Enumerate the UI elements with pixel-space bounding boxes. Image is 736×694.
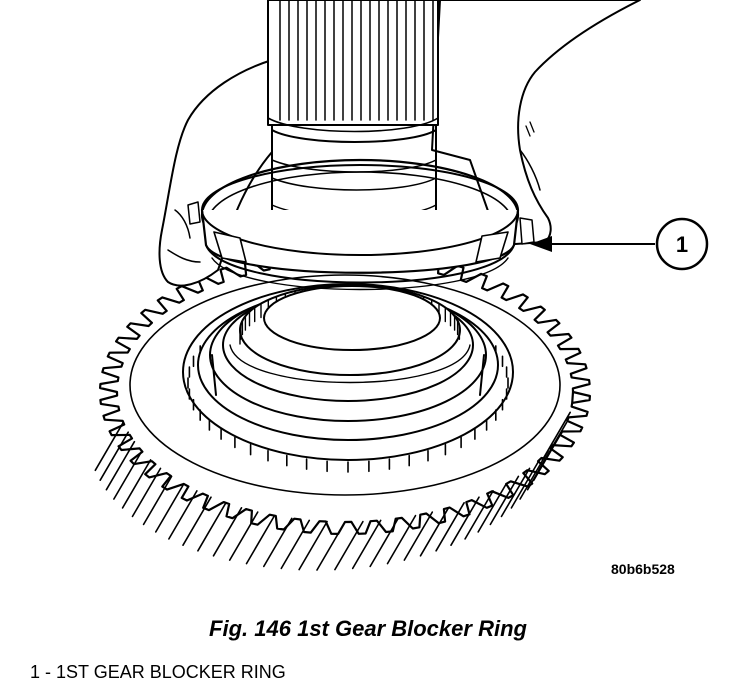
synchro-teeth-ring [182, 283, 514, 473]
callout-1: 1 [530, 217, 709, 271]
legend-item: 1 - 1ST GEAR BLOCKER RING [30, 662, 286, 682]
figure-caption: Fig. 146 1st Gear Blocker Ring [209, 616, 527, 641]
reference-code: 80b6b528 [611, 561, 675, 577]
blocker-ring [187, 158, 535, 291]
gear-blocker-ring-illustration: 1 [94, 0, 709, 571]
callout-number: 1 [676, 232, 688, 257]
right-hand [431, 0, 641, 246]
